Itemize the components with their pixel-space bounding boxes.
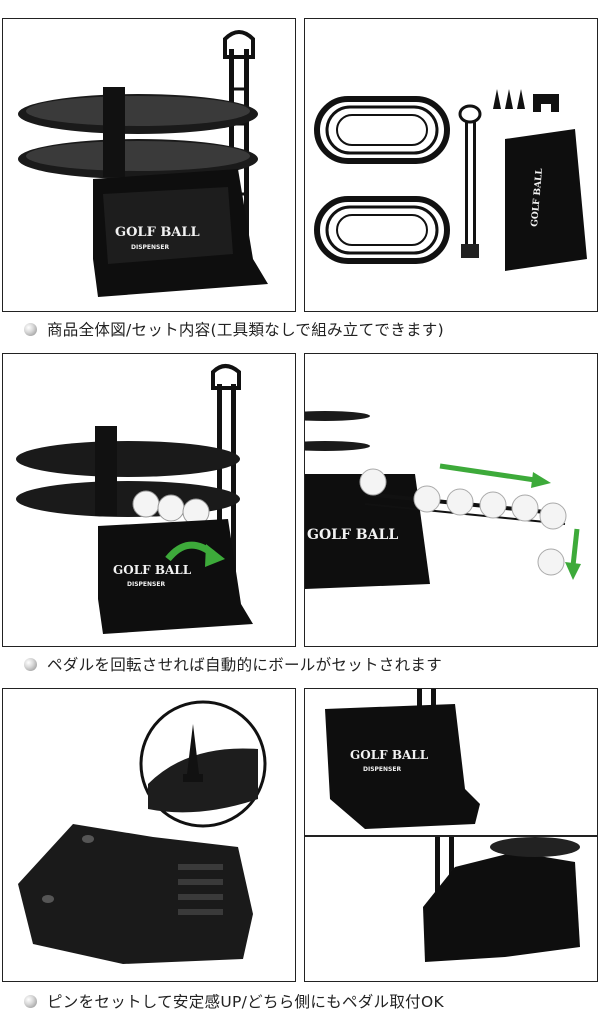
caption-bullet-icon xyxy=(24,994,37,1008)
caption-row1-text: 商品全体図/セット内容(工具類なしで組み立てできます) xyxy=(47,321,444,339)
product-logo-golf-ball: GOLF BALL xyxy=(115,225,200,240)
photo-pedal-right-side: GOLF BALL DISPENSER xyxy=(304,688,598,836)
product-logo-dispenser: DISPENSER xyxy=(131,244,169,251)
caption-row2: ペダルを回転させれば自動的にボールがセットされます xyxy=(0,653,600,675)
photo-set-contents: GOLF BALL xyxy=(304,18,598,312)
pedal-logo-dispenser: DISPENSER xyxy=(127,581,165,588)
caption-bullet-icon xyxy=(24,322,37,336)
pedal-right-illustration: GOLF BALL DISPENSER xyxy=(325,689,480,829)
right-logo-golf-ball: GOLF BALL xyxy=(350,748,429,762)
photo-pedal-left-side xyxy=(304,836,598,982)
caption-row2-text: ペダルを回転させれば自動的にボールがセットされます xyxy=(47,656,443,674)
feed-logo-golf-ball: GOLF BALL xyxy=(307,527,398,543)
assembled-dispenser-illustration: GOLF BALL DISPENSER xyxy=(18,30,268,297)
green-arrow-icon xyxy=(439,463,536,483)
right-logo-dispenser: DISPENSER xyxy=(363,766,401,773)
caption-row3: ピンをセットして安定感UP/どちら側にもペダル取付OK xyxy=(0,990,600,1012)
caption-row1: 商品全体図/セット内容(工具類なしで組み立てできます) xyxy=(0,318,600,340)
photo-full-assembly: GOLF BALL DISPENSER xyxy=(2,18,296,312)
green-arrow-icon xyxy=(570,528,580,567)
pedal-rotation-illustration: GOLF BALL DISPENSER xyxy=(16,364,253,634)
pedal-logo-golf-ball: GOLF BALL xyxy=(113,563,192,577)
photo-pedal-rotation: GOLF BALL DISPENSER xyxy=(2,353,296,647)
caption-row3-text: ピンをセットして安定感UP/どちら側にもペダル取付OK xyxy=(47,993,444,1011)
photo-ball-feed: GOLF BALL xyxy=(304,353,598,647)
photo-base-pin xyxy=(2,688,296,982)
set-contents-illustration: GOLF BALL xyxy=(314,89,587,271)
caption-bullet-icon xyxy=(24,657,37,671)
base-pin-illustration xyxy=(18,700,267,964)
ball-feed-illustration: GOLF BALL xyxy=(305,411,581,589)
pedal-left-illustration xyxy=(423,837,580,962)
